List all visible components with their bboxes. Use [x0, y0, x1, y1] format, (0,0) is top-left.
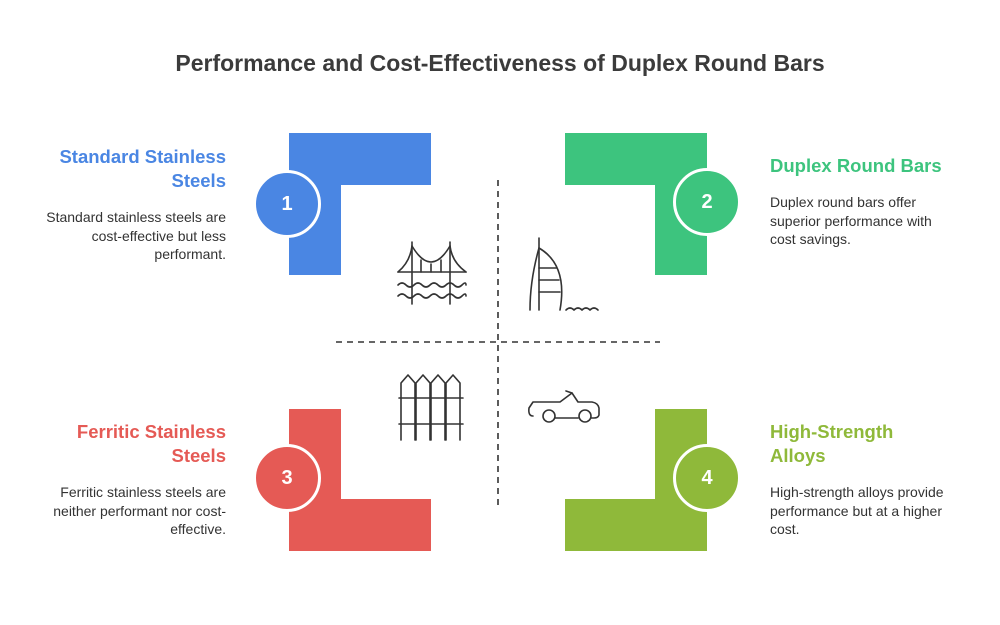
quadrant-2-heading: Duplex Round Bars [770, 155, 942, 176]
badge-1: 1 [253, 170, 321, 238]
quadrant-1-description: Standard stainless steels are cost-effec… [46, 209, 226, 262]
quadrant-1-shape [289, 133, 431, 275]
bridge-icon [397, 241, 467, 305]
quadrant-4-heading: High-Strength Alloys [770, 421, 894, 466]
quadrant-3-heading: Ferritic Stainless Steels [76, 421, 226, 466]
quadrant-4-shape [565, 409, 707, 551]
badge-2: 2 [673, 168, 741, 236]
fence-icon [398, 374, 464, 441]
badge-4: 4 [673, 444, 741, 512]
page-title: Performance and Cost-Effectiveness of Du… [175, 50, 825, 76]
convertible-car-icon [528, 390, 600, 423]
sail-hotel-icon [529, 237, 599, 311]
quadrant-4-description: High-strength alloys provide performance… [770, 484, 944, 537]
quadrant-2-shape [565, 133, 707, 275]
badge-3: 3 [253, 444, 321, 512]
quadrant-2-description: Duplex round bars offer superior perform… [770, 194, 932, 247]
quadrant-3-description: Ferritic stainless steels are neither pe… [53, 484, 226, 537]
quadrant-3-shape [289, 409, 431, 551]
quadrant-1-heading: Standard Stainless Steels [59, 146, 226, 191]
